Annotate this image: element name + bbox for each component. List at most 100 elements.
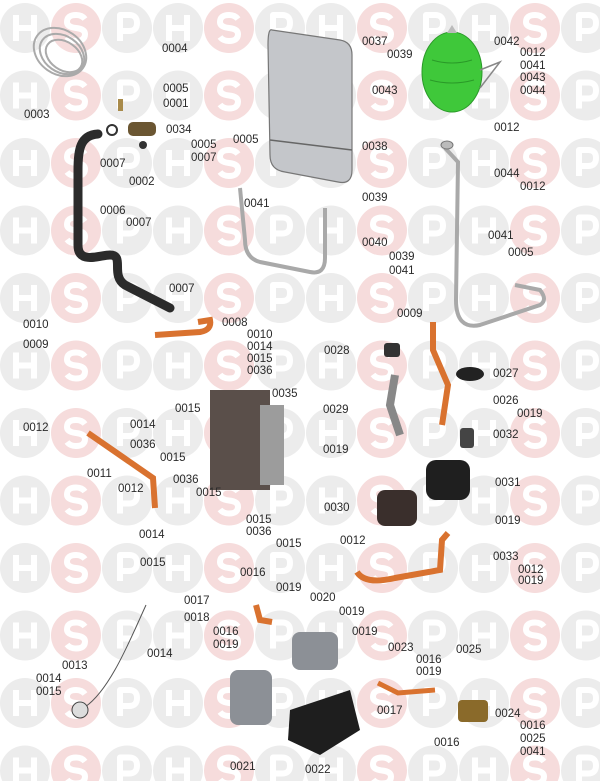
part-callout-label[interactable]: 0015 [140, 557, 166, 569]
part-callout-label[interactable]: 0019 [276, 582, 302, 594]
part-callout-label[interactable]: 0014 [139, 529, 165, 541]
part-callout-label[interactable]: 0040 [362, 237, 388, 249]
part-callout-label[interactable]: 0021 [230, 761, 256, 773]
part-callout-label[interactable]: 0019 [495, 515, 521, 527]
part-callout-label[interactable]: 0041 [488, 230, 514, 242]
part-callout-label[interactable]: 0041 [389, 265, 415, 277]
part-callout-label[interactable]: 0034 [166, 124, 192, 136]
part-callout-label[interactable]: 0022 [305, 764, 331, 776]
part-0031-pump-housing[interactable] [426, 460, 470, 500]
part-callout-label[interactable]: 0015 [196, 487, 222, 499]
part-callout-label[interactable]: 0014 [130, 419, 156, 431]
part-callout-label[interactable]: 0032 [493, 429, 519, 441]
part-callout-label[interactable]: 0010 [23, 319, 49, 331]
part-callout-label[interactable]: 0013 [62, 660, 88, 672]
part-0008-copper-pipe[interactable] [154, 316, 214, 338]
part-0022-insulation[interactable] [288, 690, 360, 755]
part-callout-label[interactable]: 0006 [100, 205, 126, 217]
part-0044-pipe[interactable] [443, 146, 546, 328]
part-callout-label[interactable]: 0031 [495, 477, 521, 489]
part-0002-cap[interactable] [139, 141, 147, 149]
part-callout-label[interactable]: 0035 [272, 388, 298, 400]
part-callout-label[interactable]: 0019 [517, 408, 543, 420]
part-callout-label[interactable]: 0019 [339, 606, 365, 618]
part-callout-label[interactable]: 0016 [416, 654, 442, 666]
part-callout-label[interactable]: 0019 [352, 626, 378, 638]
part-callout-label[interactable]: 0012 [23, 422, 49, 434]
part-0021-pump[interactable] [230, 670, 272, 725]
part-0013-gauge[interactable] [71, 701, 89, 719]
part-callout-label[interactable]: 0015 [247, 353, 273, 365]
part-callout-label[interactable]: 0014 [147, 648, 173, 660]
part-0011-copper-pipe[interactable] [86, 430, 158, 509]
part-callout-label[interactable]: 0036 [246, 526, 272, 538]
part-0007-clip[interactable] [106, 124, 118, 136]
part-callout-label[interactable]: 0014 [247, 341, 273, 353]
part-callout-label[interactable]: 0014 [36, 673, 62, 685]
part-0020-pump[interactable] [292, 632, 338, 670]
part-callout-label[interactable]: 0039 [387, 49, 413, 61]
part-callout-label[interactable]: 0027 [493, 368, 519, 380]
part-0004-hose-coil[interactable] [24, 18, 95, 86]
part-0033-copper-pipe[interactable] [354, 531, 451, 584]
part-callout-label[interactable]: 0012 [518, 564, 544, 576]
part-callout-label[interactable]: 0012 [520, 47, 546, 59]
part-callout-label[interactable]: 0044 [494, 168, 520, 180]
part-callout-label[interactable]: 0041 [520, 746, 546, 758]
part-0026-copper-pipe[interactable] [430, 322, 452, 426]
part-callout-label[interactable]: 0002 [129, 176, 155, 188]
part-callout-label[interactable]: 0041 [520, 60, 546, 72]
part-callout-label[interactable]: 0029 [323, 404, 349, 416]
part-callout-label[interactable]: 0015 [246, 514, 272, 526]
part-callout-label[interactable]: 0008 [222, 317, 248, 329]
part-callout-label[interactable]: 0044 [520, 85, 546, 97]
part-callout-label[interactable]: 0019 [323, 444, 349, 456]
part-callout-label[interactable]: 0015 [36, 686, 62, 698]
part-callout-label[interactable]: 0015 [175, 403, 201, 415]
part-callout-label[interactable]: 0030 [324, 502, 350, 514]
part-0018-elbow[interactable] [253, 604, 273, 625]
part-callout-label[interactable]: 0028 [324, 345, 350, 357]
part-callout-label[interactable]: 0004 [162, 43, 188, 55]
part-callout-label[interactable]: 0016 [434, 737, 460, 749]
part-0027-gasket[interactable] [456, 367, 484, 381]
part-0040-pipe[interactable] [238, 187, 327, 275]
part-callout-label[interactable]: 0007 [191, 152, 217, 164]
part-callout-label[interactable]: 0012 [340, 535, 366, 547]
part-0006-hose[interactable] [73, 129, 175, 313]
part-0028-valve[interactable] [384, 343, 400, 357]
part-callout-label[interactable]: 0036 [247, 365, 273, 377]
part-callout-label[interactable]: 0005 [508, 247, 534, 259]
part-callout-label[interactable]: 0012 [118, 483, 144, 495]
part-callout-label[interactable]: 0038 [362, 141, 388, 153]
part-callout-label[interactable]: 0016 [213, 626, 239, 638]
part-callout-label[interactable]: 0010 [247, 329, 273, 341]
part-0037-expansion-tank[interactable] [267, 29, 353, 184]
part-callout-label[interactable]: 0024 [495, 708, 521, 720]
part-callout-label[interactable]: 0020 [310, 592, 336, 604]
part-callout-label[interactable]: 0007 [126, 217, 152, 229]
part-0034-fitting[interactable] [128, 122, 156, 136]
part-callout-label[interactable]: 0039 [362, 192, 388, 204]
part-callout-label[interactable]: 0015 [276, 538, 302, 550]
part-callout-label[interactable]: 0011 [87, 468, 112, 480]
part-callout-label[interactable]: 0023 [388, 642, 414, 654]
part-0030-pump-head[interactable] [377, 490, 417, 526]
part-callout-label[interactable]: 0012 [494, 122, 520, 134]
part-callout-label[interactable]: 0036 [130, 439, 156, 451]
part-0032-air-vent[interactable] [460, 428, 474, 448]
part-0023-copper-pipe[interactable] [376, 680, 436, 696]
part-0024-valve[interactable] [458, 700, 488, 722]
part-callout-label[interactable]: 0019 [213, 639, 239, 651]
part-0042-vessel[interactable] [421, 31, 483, 113]
part-callout-label[interactable]: 0039 [389, 251, 415, 263]
part-callout-label[interactable]: 0001 [163, 98, 189, 110]
part-callout-label[interactable]: 0005 [163, 83, 189, 95]
part-callout-label[interactable]: 0005 [233, 134, 259, 146]
part-callout-label[interactable]: 0016 [520, 720, 546, 732]
part-callout-label[interactable]: 0018 [184, 612, 210, 624]
part-callout-label[interactable]: 0007 [169, 283, 195, 295]
part-callout-label[interactable]: 0042 [494, 36, 520, 48]
part-callout-label[interactable]: 0017 [377, 705, 403, 717]
part-callout-label[interactable]: 0003 [24, 109, 50, 121]
